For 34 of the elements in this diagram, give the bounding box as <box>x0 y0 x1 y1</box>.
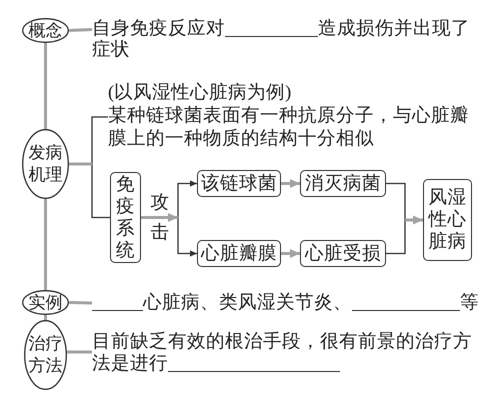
connector <box>91 164 110 218</box>
connector <box>66 350 92 354</box>
edge-label: 攻击 <box>150 192 170 245</box>
connector <box>44 315 47 320</box>
arrow <box>281 179 300 188</box>
process-box: 消灭病菌 <box>300 170 386 197</box>
topic-ellipse: 实例 <box>22 290 69 315</box>
process-box: 心脏瓣膜 <box>197 240 281 267</box>
process-box: 该链球菌 <box>197 170 281 197</box>
statement-text: 某种链球菌表面有一种抗原分子，与心脏瓣膜上的一种物质的结构十分相似 <box>108 105 470 151</box>
process-box: 心脏受损 <box>300 240 386 267</box>
process-box: 免疫系统 <box>110 172 141 263</box>
connector <box>386 220 406 254</box>
arrow <box>405 216 423 224</box>
arrow <box>141 213 178 222</box>
connector <box>386 182 406 220</box>
statement-text: 等 <box>460 293 479 313</box>
arrow <box>281 249 300 258</box>
connector <box>44 43 47 129</box>
connector <box>68 301 92 304</box>
connector <box>69 162 92 166</box>
topic-ellipse: 治疗方法 <box>24 320 67 390</box>
connector <box>68 28 92 32</box>
process-box: 风湿性心脏病 <box>423 179 472 261</box>
topic-ellipse: 概念 <box>22 18 69 43</box>
statement-text: 自身免疫反应对 造成损伤并出现了症状 <box>92 19 470 60</box>
topic-ellipse: 发病机理 <box>22 129 69 199</box>
connector <box>91 116 108 164</box>
note-text: (以风湿性心脏病为例) <box>108 82 292 105</box>
arrow <box>177 180 197 218</box>
arrow <box>177 218 197 257</box>
statement-text: 目前缺乏有效的根治手段，很有前景的治疗方法是进行 <box>92 332 472 374</box>
connector <box>44 199 47 290</box>
statement-text: 心脏病、类风湿关节炎、 <box>143 293 352 313</box>
